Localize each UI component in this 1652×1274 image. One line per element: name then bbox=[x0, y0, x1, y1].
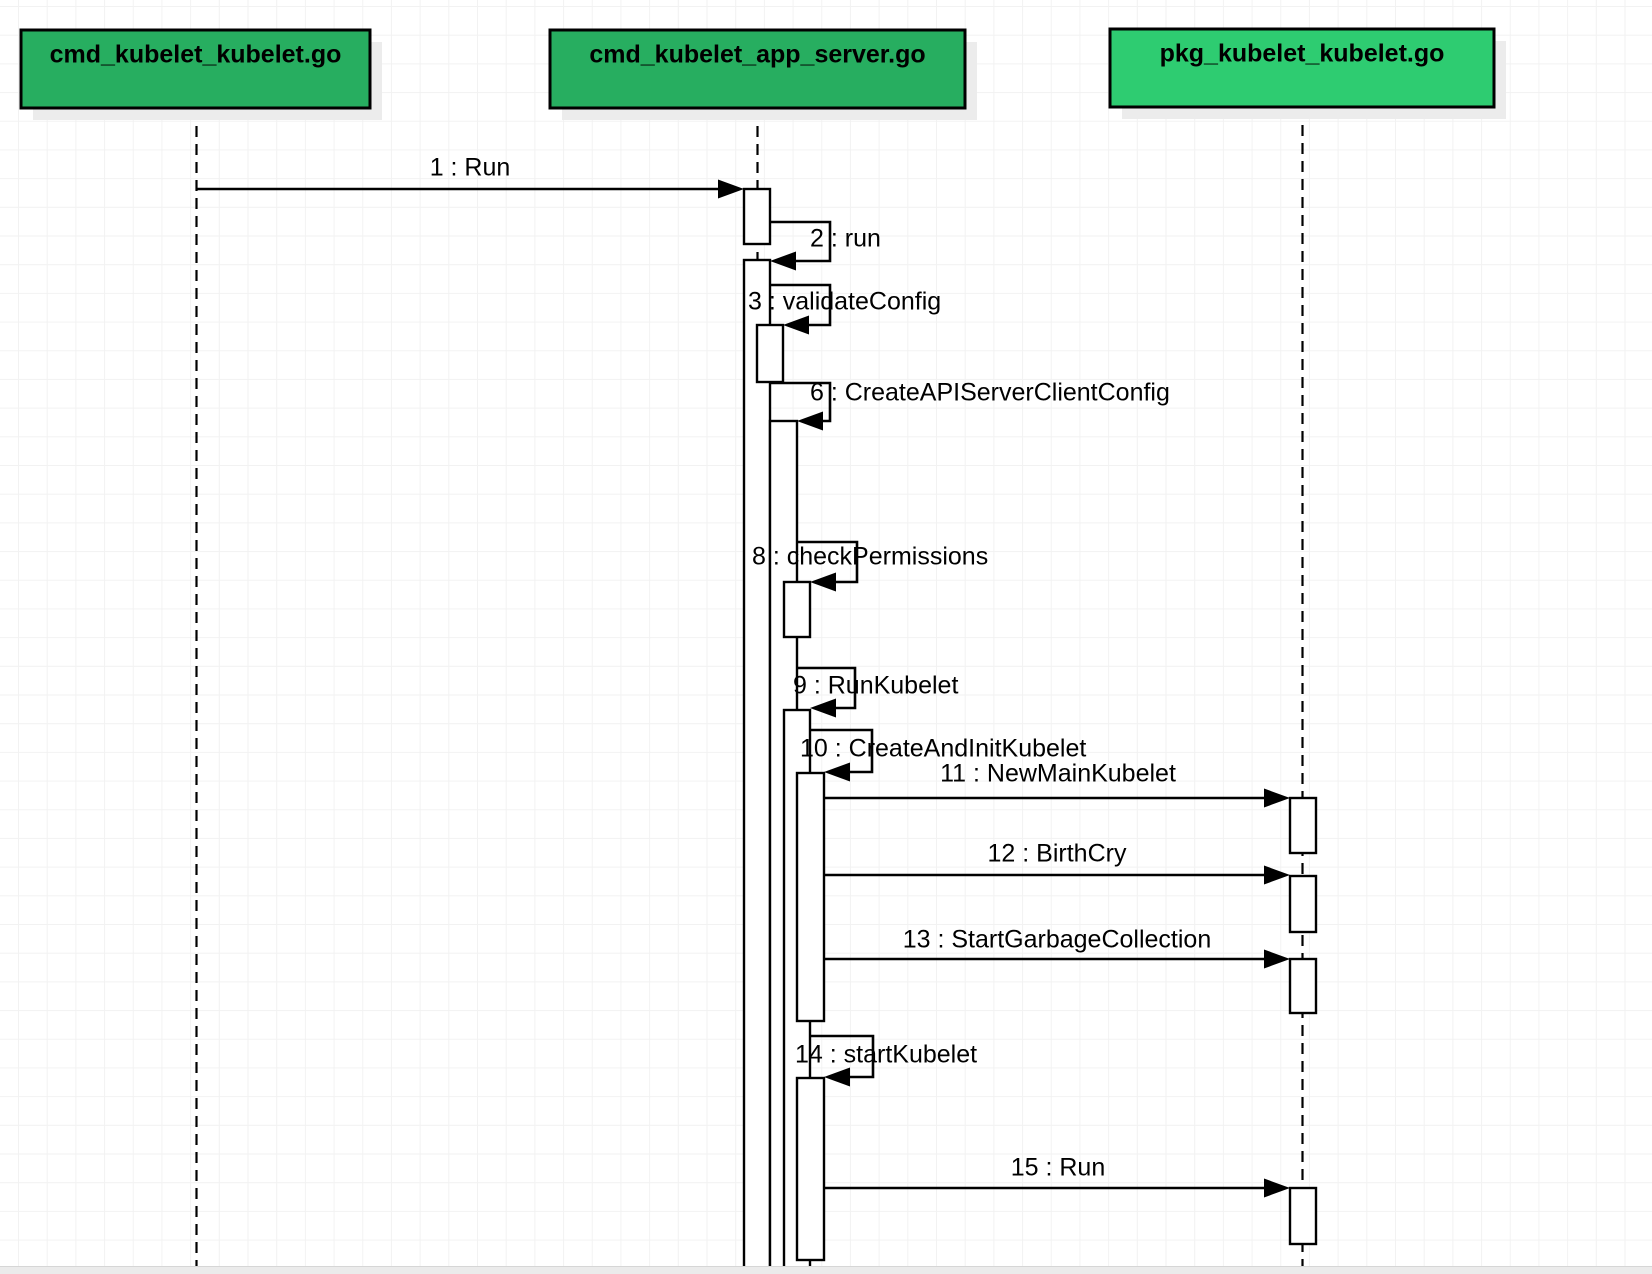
self-message-line-6[interactable] bbox=[770, 381, 832, 423]
arrowhead-right-icon bbox=[1264, 865, 1290, 885]
participant-label: cmd_kubelet_kubelet.go bbox=[50, 41, 342, 69]
self-message-line-8[interactable] bbox=[797, 540, 859, 584]
activation-bar-run-entry[interactable] bbox=[742, 187, 772, 246]
arrowhead-left-icon bbox=[797, 411, 823, 431]
message-label-14: 14 : startKubelet bbox=[795, 1041, 977, 1069]
participant-box[interactable] bbox=[1108, 27, 1496, 109]
message-label-1: 1 : Run bbox=[430, 154, 511, 182]
activation-bar-birth-cry[interactable] bbox=[1288, 874, 1318, 934]
activation-bar-validate-config[interactable] bbox=[755, 323, 785, 384]
activation-bar-check-permissions[interactable] bbox=[782, 580, 812, 639]
activation-bar-start-kubelet[interactable] bbox=[795, 1076, 826, 1262]
self-message-line-3[interactable] bbox=[770, 283, 832, 327]
participant-box[interactable] bbox=[19, 28, 372, 110]
participant-cmd-kubelet-kubelet[interactable]: cmd_kubelet_kubelet.go bbox=[19, 28, 382, 120]
message-label-3: 3 : validateConfig bbox=[748, 288, 941, 316]
activation-bar-create-and-init-kubelet[interactable] bbox=[795, 771, 826, 1023]
activation-bar-run[interactable] bbox=[742, 258, 772, 1270]
arrowhead-left-icon bbox=[810, 572, 836, 592]
message-label-9: 9 : RunKubelet bbox=[793, 672, 958, 700]
message-label-12: 12 : BirthCry bbox=[988, 840, 1127, 868]
message-label-6: 6 : CreateAPIServerClientConfig bbox=[810, 379, 1170, 407]
self-message-line-14[interactable] bbox=[810, 1034, 875, 1079]
arrowhead-left-icon bbox=[824, 762, 850, 782]
arrowhead-right-icon bbox=[1264, 788, 1290, 808]
participant-label: cmd_kubelet_app_server.go bbox=[589, 41, 925, 69]
arrowhead-left-icon bbox=[824, 1067, 850, 1087]
message-label-2: 2 : run bbox=[810, 225, 881, 253]
message-label-13: 13 : StartGarbageCollection bbox=[903, 926, 1212, 954]
participant-box[interactable] bbox=[548, 28, 967, 110]
self-message-line-9[interactable] bbox=[797, 666, 857, 710]
message-label-15: 15 : Run bbox=[1011, 1154, 1106, 1182]
participant-cmd-kubelet-app-server[interactable]: cmd_kubelet_app_server.go bbox=[548, 28, 977, 120]
self-message-line-10[interactable] bbox=[810, 728, 874, 774]
message-label-11: 11 : NewMainKubelet bbox=[940, 760, 1176, 788]
activation-bar-run-pkg[interactable] bbox=[1288, 1186, 1318, 1246]
message-label-8: 8 : checkPermissions bbox=[752, 543, 988, 571]
activation-bar-start-garbage-collection[interactable] bbox=[1288, 957, 1318, 1015]
self-message-line-2[interactable] bbox=[769, 220, 832, 263]
participant-label: pkg_kubelet_kubelet.go bbox=[1160, 40, 1445, 68]
arrowhead-left-icon bbox=[810, 698, 836, 718]
activation-bar-new-main-kubelet[interactable] bbox=[1288, 796, 1318, 855]
arrowhead-right-icon bbox=[1264, 949, 1290, 969]
participant-pkg-kubelet-kubelet[interactable]: pkg_kubelet_kubelet.go bbox=[1108, 27, 1506, 119]
arrowhead-left-icon bbox=[783, 315, 809, 335]
message-label-10: 10 : CreateAndInitKubelet bbox=[800, 735, 1086, 763]
arrowhead-left-icon bbox=[770, 251, 796, 271]
arrowhead-right-icon bbox=[1264, 1178, 1290, 1198]
arrowhead-right-icon bbox=[718, 179, 744, 199]
horizontal-scrollbar-track[interactable] bbox=[0, 1266, 1652, 1274]
